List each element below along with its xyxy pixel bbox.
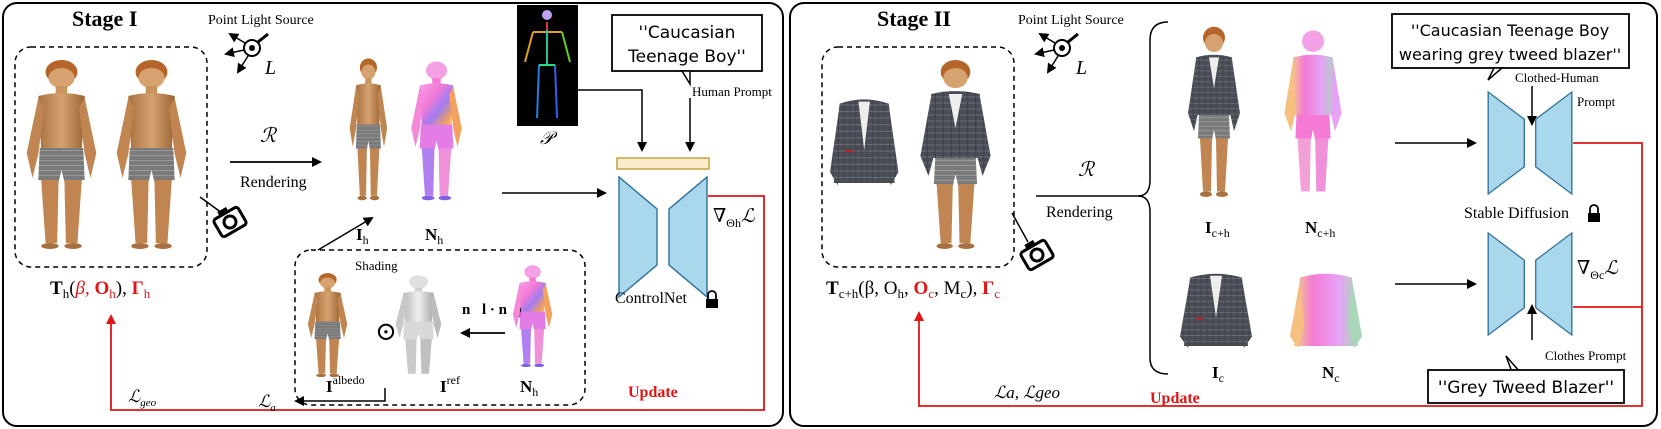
stage1-image-Nh — [411, 61, 462, 201]
stage1-human-prompt-line1: ''Caucasian — [639, 23, 736, 43]
stage1-controlnet-label: ControlNet — [615, 290, 688, 307]
stage1-odot: ⊙ — [375, 317, 397, 346]
stage1-label-Nh2: Nh — [520, 377, 538, 399]
stage2-clothed-prompt-line2: wearing grey tweed blazer'' — [1399, 45, 1621, 64]
stage2-stable-diffusion-unet-bottom — [1487, 232, 1573, 336]
stage2-grad-label: ∇Θcℒ — [1577, 258, 1619, 282]
stage1-shading-box — [294, 249, 586, 406]
stage2-rendering-label: Rendering — [1046, 204, 1113, 221]
stage2-panel: Stage II Point Light Source L Tc+h(β, Oh… — [789, 2, 1658, 427]
stage1-point-light-label: Point Light Source — [208, 13, 314, 28]
stage1-formula: Th(β, Oh), Γh — [50, 278, 151, 301]
stage1-controlnet-unet — [618, 176, 708, 298]
stage1-loss-geo: ℒgeo — [128, 387, 157, 409]
stage1-image-Ih — [349, 58, 388, 201]
stage2-light-symbol: L — [1075, 57, 1087, 79]
stage1-human-back — [26, 60, 97, 249]
stage1-ref-image — [395, 275, 442, 374]
stage1-update-label: Update — [628, 384, 678, 401]
stage2-clothes-prompt-label: Clothes Prompt — [1545, 348, 1627, 363]
stage1-camera-icon — [208, 200, 249, 240]
stage2-stable-diffusion-unet-top — [1487, 91, 1573, 195]
stage2-point-light-label: Point Light Source — [1018, 13, 1124, 28]
stage1-shading-label: Shading — [355, 258, 398, 273]
stage2-human-box — [821, 46, 1015, 268]
stage2-image-Ich — [1188, 26, 1240, 197]
stage1-label-Ih: Ih — [356, 225, 369, 247]
stage2-clothed-prompt-line1: ''Caucasian Teenage Boy — [1411, 21, 1609, 40]
stage2-label-Ic: Ic — [1212, 363, 1224, 385]
stage2-camera-icon — [1015, 233, 1056, 273]
stage2-clothed-human-label: Clothed-Human — [1515, 70, 1599, 85]
stage2-clothes-prompt-text: ''Grey Tweed Blazer'' — [1438, 378, 1614, 398]
stage1-loss-a: ℒa — [258, 392, 276, 414]
stage2-lock-icon — [1587, 204, 1601, 223]
stage1-render-symbol: ℛ — [260, 125, 278, 147]
stage2-blazer — [830, 99, 899, 186]
stage2-loss-label: ℒa, ℒgeo — [994, 383, 1060, 402]
stage1-human-prompt-label: Human Prompt — [692, 84, 772, 99]
stage1-pose-symbol: 𝒫 — [540, 128, 558, 148]
stage2-label-Nc: Nc — [1322, 363, 1340, 385]
stage1-grad-label: ∇Θhℒ — [713, 206, 756, 230]
stage1-human-prompt-box — [611, 14, 763, 72]
stage2-clothes-prompt-box — [1427, 369, 1625, 404]
stage1-light-symbol: L — [264, 57, 276, 79]
stage1-normal-image-2 — [512, 265, 553, 368]
stage1-lock-icon — [705, 290, 719, 309]
stage1-pose-skeleton — [517, 5, 578, 126]
stage1-human-box — [14, 46, 208, 268]
stage2-prompt-label: Prompt — [1577, 94, 1616, 109]
stage1-label-ref: Iref — [440, 373, 460, 396]
stage2-label-Nch: Nc+h — [1305, 218, 1335, 240]
stage1-light-icon — [226, 34, 268, 72]
stage2-light-icon — [1036, 34, 1078, 72]
stage2-image-Nch — [1284, 30, 1342, 192]
stage2-formula: Tc+h(β, Oh, Oc, Mc), Γc — [826, 278, 1000, 301]
stage2-bracket — [1137, 21, 1169, 375]
stage1-label-Nh: Nh — [425, 225, 443, 247]
stage1-title: Stage I — [72, 6, 137, 31]
stage1-update-path — [106, 195, 765, 411]
stage2-stable-diffusion-label: Stable Diffusion — [1464, 205, 1569, 222]
stage1-human-front — [116, 60, 187, 249]
stage2-image-Ic — [1180, 273, 1252, 348]
stage1-human-prompt-line2: Teenage Boy'' — [627, 47, 746, 67]
stage2-render-symbol: ℛ — [1078, 159, 1096, 181]
stage1-ndot-label: n⃗l · n⃗p — [462, 302, 527, 318]
stage1-label-albedo: Ialbedo — [326, 373, 365, 396]
stage1-prompt-bar — [616, 157, 710, 170]
stage1-panel: Stage I Point Light Source L Th(β, Oh), … — [2, 2, 784, 427]
stage1-rendering-label: Rendering — [240, 174, 307, 191]
stage2-clothed-human — [920, 60, 991, 249]
stage2-update-path — [914, 142, 1643, 407]
stage1-albedo-image — [307, 273, 348, 378]
stage2-title: Stage II — [877, 6, 951, 31]
stage2-update-label: Update — [1150, 390, 1200, 407]
stage2-clothed-prompt-box — [1391, 13, 1630, 69]
stage2-image-Nc — [1290, 273, 1362, 348]
stage2-label-Ich: Ic+h — [1205, 218, 1230, 240]
